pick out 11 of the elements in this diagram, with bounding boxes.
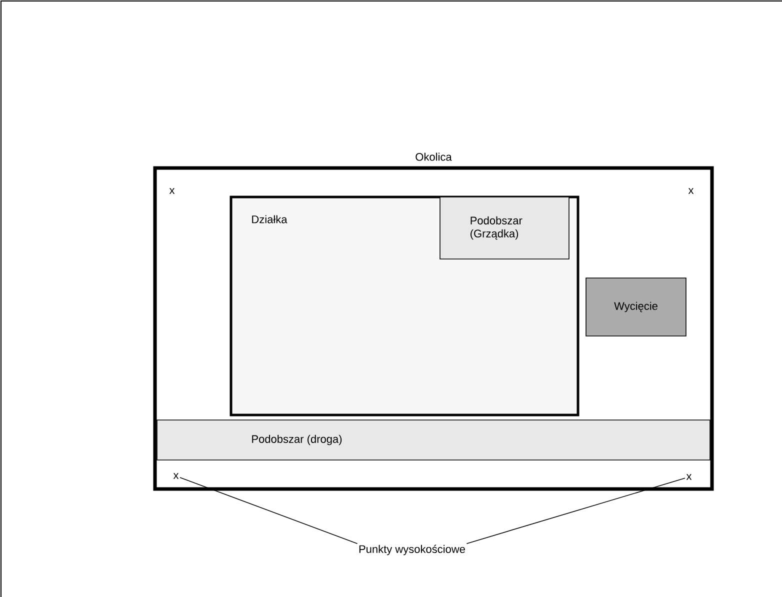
callout-label: Punkty wysokościowe	[359, 544, 465, 556]
leader-line	[180, 477, 358, 544]
elevation-point-mark: x	[173, 473, 179, 479]
cutout-box: Wycięcie	[586, 278, 686, 336]
elevation-point-mark: x	[688, 188, 694, 194]
elevation-point-mark: x	[686, 474, 692, 480]
elevation-point-mark: x	[169, 188, 175, 194]
road-band: Podobszar (droga)	[156, 420, 710, 460]
subarea-box: Podobszar (Grządka)	[440, 196, 570, 260]
leader-line	[466, 478, 686, 544]
node-label: Okolica	[416, 152, 452, 161]
